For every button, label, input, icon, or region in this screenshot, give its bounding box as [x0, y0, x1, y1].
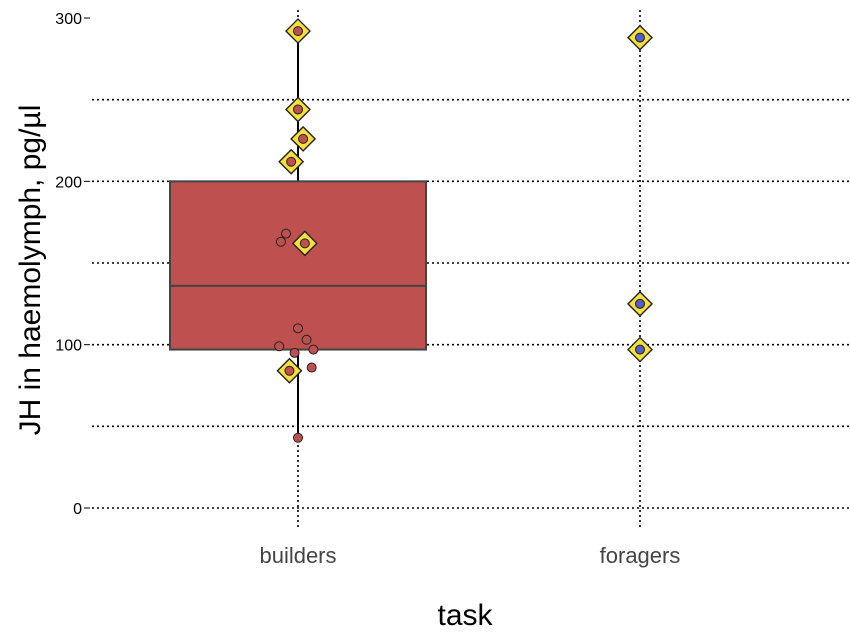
highlight-point-builders-244	[285, 96, 311, 123]
highlight-point-builders-162	[291, 230, 318, 257]
point-builders-97	[308, 344, 319, 355]
y-tick-label-100: 100	[55, 338, 82, 355]
highlight-dot	[298, 133, 309, 144]
highlight-dot	[635, 298, 645, 309]
highlight-dot	[293, 26, 303, 37]
x-category-label-builders: builders	[259, 543, 336, 568]
highlight-point-builders-84	[276, 357, 303, 384]
highlight-dot	[284, 365, 295, 376]
highlight-point-builders-292	[285, 18, 311, 45]
highlight-point-builders-226	[290, 125, 317, 152]
x-axis-categories: builders foragers	[259, 543, 680, 568]
highlight-dot	[293, 104, 303, 115]
point-builders-168	[281, 228, 292, 239]
box-plot	[169, 31, 427, 438]
highlight-point-builders-212	[278, 148, 305, 175]
point-builders-99	[274, 341, 285, 352]
y-tick-label-200: 200	[55, 174, 82, 191]
x-category-label-foragers: foragers	[600, 543, 681, 568]
point-builders-103	[301, 334, 312, 345]
y-axis-title: JH in haemolymph, pg/µl	[14, 105, 47, 436]
x-axis-title: task	[437, 599, 493, 632]
point-builders-43	[293, 432, 303, 443]
point-builders-163	[275, 236, 286, 247]
highlight-dot	[635, 344, 645, 355]
highlight-dot	[635, 32, 645, 43]
y-tick-label-0: 0	[73, 501, 82, 518]
data-points	[274, 18, 653, 443]
point-builders-86	[306, 362, 317, 373]
y-axis-ticks: 0 100 200 300	[55, 11, 90, 518]
highlight-point-foragers-97	[627, 336, 653, 363]
highlight-point-foragers-288	[627, 24, 653, 51]
highlight-dot	[299, 238, 310, 249]
y-tick-label-300: 300	[55, 11, 82, 28]
box-iqr	[169, 180, 427, 351]
highlight-dot	[286, 156, 297, 167]
point-builders-110	[293, 323, 303, 334]
highlight-point-foragers-125	[627, 290, 653, 317]
point-builders-95	[289, 347, 300, 358]
